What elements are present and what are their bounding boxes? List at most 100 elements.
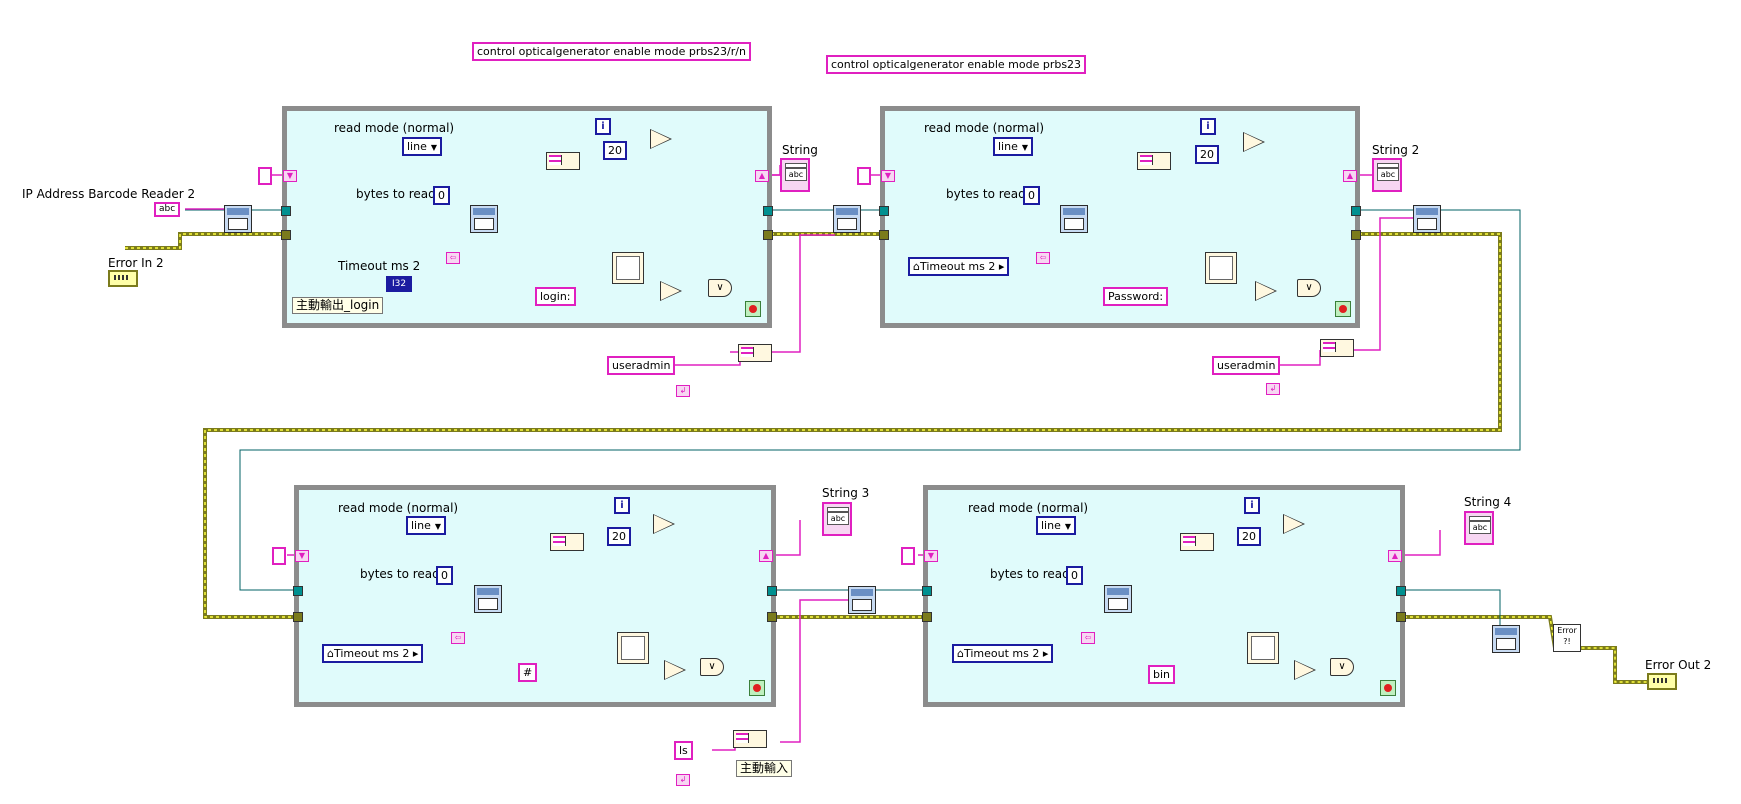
loop2-iteration-icon: i (1200, 118, 1216, 135)
ip-address-label: IP Address Barcode Reader 2 (22, 187, 196, 201)
loop3-read-mode-enum[interactable]: line▼ (406, 516, 447, 535)
loop2-term-char-icon[interactable]: ⇦ (1036, 252, 1050, 264)
visa-write-3-icon[interactable] (848, 586, 876, 614)
loop1-or-gate-icon[interactable]: ∨ (708, 279, 732, 297)
loop1-empty-string-icon[interactable] (258, 167, 272, 185)
loop4-read-mode-enum[interactable]: line▼ (1036, 516, 1077, 535)
loop1-term-char-icon[interactable]: ⇦ (446, 252, 460, 264)
write3-caption: 主動輸入 (736, 760, 793, 777)
loop3-visa-read-icon[interactable] (474, 585, 502, 613)
loop3-term-char-icon[interactable]: ⇦ (451, 632, 465, 644)
loop3-match-string[interactable]: # (518, 663, 538, 682)
loop2-empty-string-icon[interactable] (857, 167, 871, 185)
loop4-greater-equal-icon[interactable] (1283, 514, 1305, 534)
comment-command-left[interactable]: control opticalgenerator enable mode prb… (472, 42, 751, 61)
loop3-empty-string-icon[interactable] (272, 547, 286, 565)
loop3-string-indicator (822, 502, 852, 536)
loop2-equal-icon[interactable] (1255, 281, 1277, 301)
loop4-shift-right-icon: ▲ (1388, 550, 1402, 562)
loop1-equal-icon[interactable] (660, 281, 682, 301)
loop2-bytes-label: bytes to read (946, 187, 1026, 201)
write3-crlf-icon[interactable]: ↲ (676, 774, 690, 786)
error-out-cluster-icon (1647, 673, 1677, 690)
loop4-timeout-control[interactable]: ⌂Timeout ms 2 ▸ (952, 644, 1054, 663)
loop3-timeout-control[interactable]: ⌂Timeout ms 2 ▸ (322, 644, 424, 663)
loop3-iteration-icon: i (614, 497, 630, 514)
loop2-or-gate-icon[interactable]: ∨ (1297, 279, 1321, 297)
loop4-error-tunnel-in (922, 612, 932, 622)
loop4-bytes-constant[interactable]: 0 (1066, 566, 1083, 585)
while-loop-1[interactable] (282, 106, 772, 328)
loop1-count-constant[interactable]: 20 (603, 141, 627, 160)
loop3-count-constant[interactable]: 20 (607, 527, 631, 546)
loop1-stop-icon[interactable] (745, 301, 761, 317)
loop2-stop-icon[interactable] (1335, 301, 1351, 317)
loop4-count-constant[interactable]: 20 (1237, 527, 1261, 546)
loop4-visa-read-icon[interactable] (1104, 585, 1132, 613)
loop4-indicator-label: String 4 (1464, 495, 1512, 509)
visa-write-2-icon[interactable] (1413, 205, 1441, 233)
loop1-bytes-constant[interactable]: 0 (433, 186, 450, 205)
loop3-concat-icon[interactable] (550, 533, 584, 551)
loop2-count-constant[interactable]: 20 (1195, 145, 1219, 164)
loop1-visa-read-icon[interactable] (470, 205, 498, 233)
loop1-iteration-icon: i (595, 118, 611, 135)
loop2-greater-equal-icon[interactable] (1243, 132, 1265, 152)
loop4-term-char-icon[interactable]: ⇦ (1081, 632, 1095, 644)
loop4-equal-icon[interactable] (1294, 660, 1316, 680)
loop1-string-indicator (780, 158, 810, 192)
loop2-timeout-control[interactable]: ⌂Timeout ms 2 ▸ (908, 257, 1010, 276)
loop4-match-string[interactable]: bin (1148, 665, 1176, 684)
loop2-shift-right-icon: ▲ (1343, 170, 1357, 182)
error-in-label: Error In 2 (108, 256, 164, 270)
write1-crlf-icon[interactable]: ↲ (676, 385, 690, 397)
loop2-visa-read-icon[interactable] (1060, 205, 1088, 233)
while-loop-4[interactable] (923, 485, 1405, 707)
loop1-read-mode-label: read mode (normal) (334, 121, 455, 135)
loop2-match-pattern-icon[interactable] (1205, 252, 1237, 284)
loop3-shift-right-icon: ▲ (759, 550, 773, 562)
write1-concat-icon[interactable] (738, 344, 772, 362)
error-handler-icon[interactable]: Error ?! (1553, 624, 1581, 652)
write2-concat-icon[interactable] (1320, 339, 1354, 357)
loop4-match-pattern-icon[interactable] (1247, 632, 1279, 664)
loop1-read-mode-enum[interactable]: line▼ (402, 137, 443, 156)
visa-open-icon[interactable] (224, 205, 252, 233)
ip-address-control[interactable]: abc (154, 202, 181, 217)
home-icon: ⌂ (327, 647, 334, 660)
loop4-empty-string-icon[interactable] (901, 547, 915, 565)
loop1-caption: 主動輸出_login (292, 297, 384, 314)
loop2-ref-tunnel-out (1351, 206, 1361, 216)
loop1-timeout-i32[interactable]: I32 (386, 276, 413, 292)
loop4-bytes-label: bytes to read (990, 567, 1070, 581)
loop4-or-gate-icon[interactable]: ∨ (1330, 658, 1354, 676)
error-in-cluster-icon[interactable] (108, 270, 138, 287)
loop1-greater-equal-icon[interactable] (650, 129, 672, 149)
comment-command-right[interactable]: control opticalgenerator enable mode prb… (826, 55, 1087, 74)
write2-crlf-icon[interactable]: ↲ (1266, 383, 1280, 395)
loop1-shift-left-icon: ▼ (283, 170, 297, 182)
write3-cmd-constant[interactable]: ls (674, 741, 693, 760)
loop2-read-mode-enum[interactable]: line▼ (993, 137, 1034, 156)
visa-write-1-icon[interactable] (833, 205, 861, 233)
loop3-match-pattern-icon[interactable] (617, 632, 649, 664)
loop3-bytes-constant[interactable]: 0 (436, 566, 453, 585)
loop1-match-string[interactable]: login: (535, 287, 576, 306)
loop4-stop-icon[interactable] (1380, 680, 1396, 696)
loop3-equal-icon[interactable] (664, 660, 686, 680)
write3-concat-icon[interactable] (733, 730, 767, 748)
loop1-match-pattern-icon[interactable] (612, 252, 644, 284)
write2-user-constant[interactable]: useradmin (1212, 356, 1281, 375)
loop4-read-mode-label: read mode (normal) (968, 501, 1089, 515)
write1-user-constant[interactable]: useradmin (607, 356, 676, 375)
loop2-bytes-constant[interactable]: 0 (1023, 186, 1040, 205)
loop3-or-gate-icon[interactable]: ∨ (700, 658, 724, 676)
loop2-concat-icon[interactable] (1137, 152, 1171, 170)
loop2-match-string[interactable]: Password: (1103, 287, 1169, 306)
loop1-concat-icon[interactable] (546, 152, 580, 170)
chevron-down-icon: ▼ (1021, 143, 1029, 152)
visa-close-icon[interactable] (1492, 625, 1520, 653)
loop3-stop-icon[interactable] (749, 680, 765, 696)
loop4-concat-icon[interactable] (1180, 533, 1214, 551)
loop3-greater-equal-icon[interactable] (653, 514, 675, 534)
